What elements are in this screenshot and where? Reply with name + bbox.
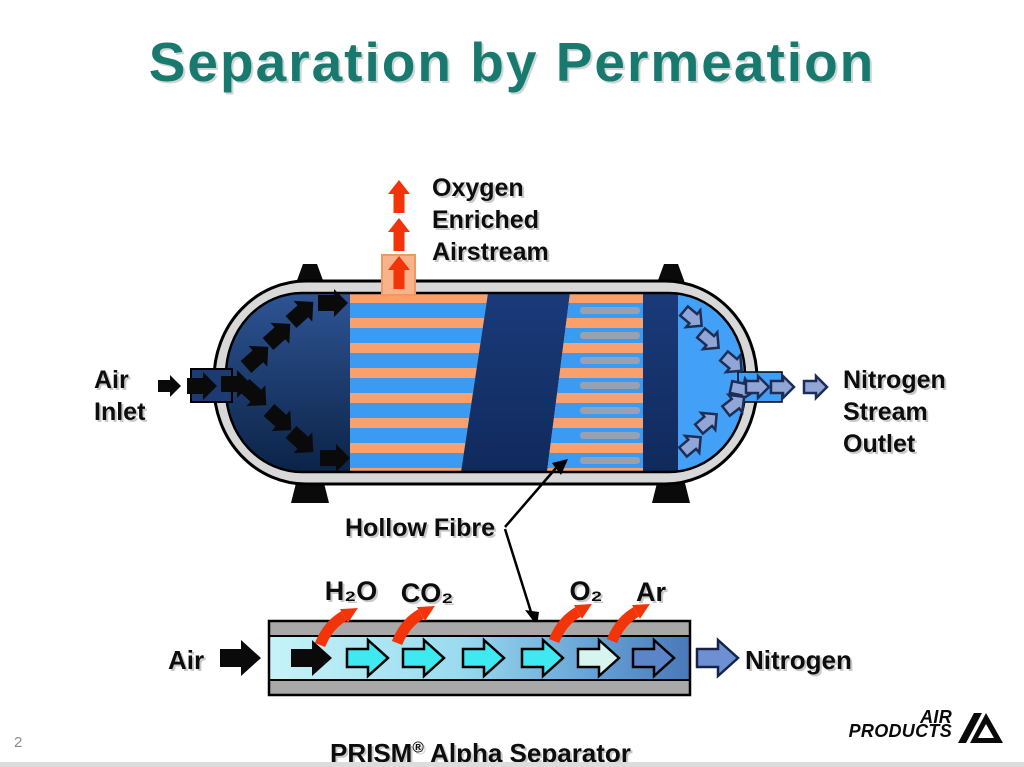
membrane-bundle-1: [350, 293, 488, 472]
gas-label-h2o: H₂O: [324, 576, 378, 606]
nitrogen-product-arrow: [695, 638, 740, 678]
air-feed-arrow: [220, 640, 261, 676]
air-products-logo: AIR PRODUCTS: [836, 707, 1006, 746]
air-flow-arrow: [158, 375, 181, 397]
nitrogen-outlet-label: Nitrogen Stream Outlet: [843, 366, 946, 458]
foot-bottom-right: [652, 483, 690, 503]
gas-label-o2: O₂: [569, 576, 603, 606]
air-inlet-label: Air Inlet: [94, 366, 146, 426]
mount-top-left: [296, 264, 324, 283]
gas-label-ar: Ar: [635, 577, 667, 607]
gas-label-co2: CO₂: [400, 578, 454, 608]
air-products-logo-text: AIR PRODUCTS: [836, 707, 952, 741]
baffle-diagonal: [461, 293, 570, 472]
tube-wall-bottom: [268, 679, 691, 696]
mount-top-right: [657, 264, 685, 283]
separator-caption: PRISM® Alpha Separator: [330, 704, 631, 767]
logo-line2: PRODUCTS: [848, 721, 952, 741]
oxygen-up-arrow: [388, 180, 410, 213]
oxygen-up-arrow: [388, 218, 410, 251]
hollow-fibre-dashes: [580, 307, 640, 464]
vessel-mounts: [291, 264, 690, 503]
nitrogen-flow-arrow: [802, 374, 829, 400]
hollow-fibre-label: Hollow Fibre: [345, 514, 495, 542]
page-number: 2: [14, 734, 23, 751]
oxygen-stream-label: Oxygen Enriched Airstream: [432, 174, 549, 266]
baffle-vertical: [643, 293, 678, 472]
foot-bottom-left: [291, 483, 329, 503]
air-products-mark-icon: [958, 713, 1003, 743]
prism-tube: [220, 597, 740, 697]
registered-trademark-icon: ®: [412, 739, 424, 757]
tube-outline: [267, 619, 692, 697]
slide-bottom-strip: [0, 762, 1024, 767]
page-title: Separation by Permeation: [148, 31, 876, 93]
logo-line1: AIR: [920, 707, 952, 727]
air-feed-label: Air: [168, 645, 205, 675]
nitrogen-product-label: Nitrogen: [745, 645, 852, 675]
